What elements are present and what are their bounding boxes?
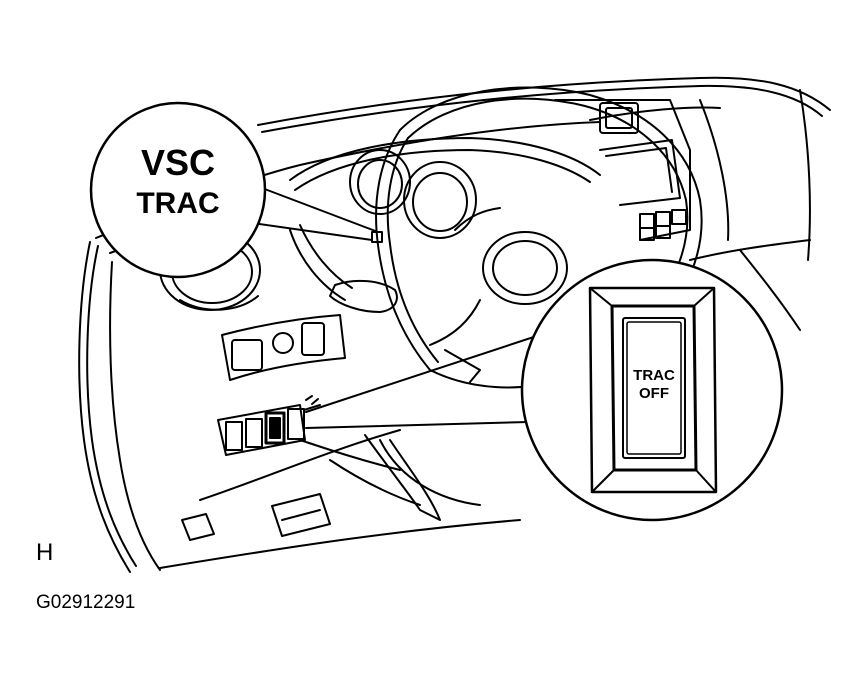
indicator-callout-circle bbox=[89, 101, 267, 279]
figure-code: G02912291 bbox=[36, 592, 136, 613]
trac-switch-label: TRAC bbox=[633, 367, 675, 384]
vsc-indicator-label: VSC bbox=[141, 142, 215, 183]
lower-switch-panel bbox=[221, 314, 346, 381]
trac-indicator-label: TRAC bbox=[136, 187, 219, 220]
center-console bbox=[554, 99, 691, 241]
pedal-area bbox=[181, 434, 481, 541]
switch-callout-circle bbox=[520, 258, 784, 522]
instrument-cluster bbox=[289, 137, 601, 301]
view-letter: H bbox=[36, 539, 54, 566]
off-switch-label: OFF bbox=[639, 385, 669, 402]
trac-off-switch bbox=[588, 286, 718, 494]
switch-callout-leader bbox=[305, 329, 556, 429]
indicator-callout-leader bbox=[244, 187, 379, 241]
